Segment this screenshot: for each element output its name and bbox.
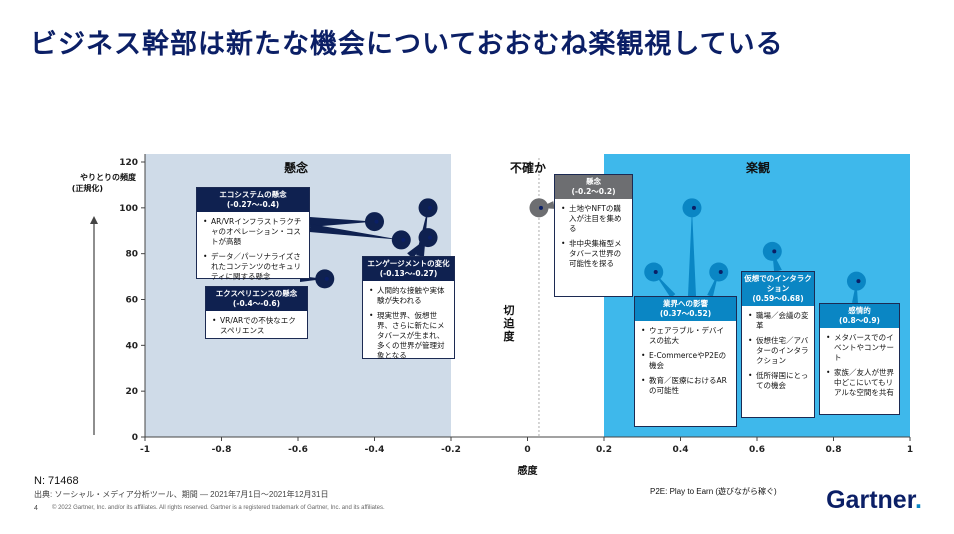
callout-industry-impact: 業界への影響(0.37〜0.52) ウェアラブル・デバイスの拡大 E-Comme… bbox=[634, 296, 737, 427]
x-tick-label: -0.6 bbox=[288, 445, 308, 455]
data-point-center bbox=[428, 205, 433, 210]
callout-range: (-0.13〜-0.27) bbox=[379, 269, 438, 278]
callout-title: 業界への影響 bbox=[663, 299, 708, 308]
callout-item: E-CommerceやP2Eの機会 bbox=[641, 351, 731, 371]
copyright: © 2022 Gartner, Inc. and/or its affiliat… bbox=[52, 505, 385, 511]
x-tick-label: 0.4 bbox=[673, 445, 689, 455]
x-tick-label: -0.8 bbox=[212, 445, 232, 455]
y-tick-label: 40 bbox=[125, 341, 138, 351]
x-axis-label: 感度 bbox=[518, 464, 539, 477]
callout-item: 家族／友人が世界中どこにいてもリアルな空間を共有 bbox=[826, 368, 894, 398]
center-axis-label: 切迫度 bbox=[503, 304, 515, 343]
data-point-center bbox=[538, 205, 543, 210]
callout-item: メタバースでのイベントやコンサート bbox=[826, 333, 894, 363]
data-point-center bbox=[718, 270, 723, 274]
y-tick-label: 80 bbox=[125, 250, 138, 260]
callout-item: 仮想住宅／アバターのインタラクション bbox=[748, 336, 809, 366]
x-tick-label: 0.6 bbox=[749, 445, 765, 455]
callout-ecosystem-concern: エコシステムの懸念(-0.27〜-0.4) AR/VRインフラストラクチャのオペ… bbox=[196, 187, 310, 282]
callout-title: エクスペリエンスの懸念 bbox=[215, 289, 298, 298]
callout-emotional: 感情的(0.8〜0.9) メタバースでのイベントやコンサート 家族／友人が世界中… bbox=[819, 303, 900, 415]
y-tick-label: 60 bbox=[125, 296, 138, 306]
callout-item: AR/VRインフラストラクチャのオペレーション・コストが高額 bbox=[203, 217, 304, 247]
callout-item: 人間的な接触や実体験が失われる bbox=[369, 286, 449, 306]
callout-pointer bbox=[309, 217, 375, 227]
callout-pointer bbox=[309, 224, 402, 240]
source-note: 出典: ソーシャル・メディア分析ツール、期間 — 2021年7月1日～2021年… bbox=[34, 490, 329, 499]
data-point-center bbox=[401, 237, 406, 242]
callout-range: (-0.2〜0.2) bbox=[571, 187, 616, 196]
callout-title: エンゲージメントの変化 bbox=[367, 259, 450, 268]
y-tick-label: 100 bbox=[119, 204, 138, 214]
y-tick-label: 0 bbox=[132, 433, 138, 443]
callout-uncertain: 懸念(-0.2〜0.2) 土地やNFTの購入が注目を集める 非中央集権型メタバー… bbox=[554, 174, 633, 297]
x-tick-label: 0.2 bbox=[596, 445, 612, 455]
callout-range: (0.37〜0.52) bbox=[659, 309, 712, 318]
data-point-center bbox=[856, 279, 861, 284]
callout-range: (0.59〜0.68) bbox=[752, 294, 804, 303]
y-tick-label: 20 bbox=[125, 387, 138, 397]
p2e-note: P2E: Play to Earn (遊びながら稼ぐ) bbox=[650, 487, 777, 496]
callout-engagement-change: エンゲージメントの変化(-0.13〜-0.27) 人間的な接触や実体験が失われる… bbox=[362, 256, 455, 361]
callout-virtual-interaction: 仮想でのインタラクション(0.59〜0.68) 職場／会議の変革 仮想住宅／アバ… bbox=[741, 271, 815, 418]
page-title: ビジネス幹部は新たな機会についておおむね楽観視している bbox=[30, 29, 784, 60]
ylabel-line2: (正規化) bbox=[71, 184, 103, 193]
callout-item: 教育／医療におけるARの可能性 bbox=[641, 376, 731, 396]
callout-item: VR/ARでの不快なエクスペリエンス bbox=[212, 316, 302, 336]
y-tick-label: 120 bbox=[119, 158, 138, 168]
callout-title: エコシステムの懸念 bbox=[219, 190, 287, 199]
callout-title: 懸念 bbox=[586, 177, 601, 186]
x-tick-label: 0 bbox=[524, 445, 530, 455]
callout-item: 土地やNFTの購入が注目を集める bbox=[561, 204, 627, 234]
x-tick-label: -1 bbox=[140, 445, 150, 455]
page-number: 4 bbox=[34, 505, 38, 512]
data-point-center bbox=[428, 235, 433, 240]
region-label: 懸念 bbox=[284, 160, 308, 175]
gartner-logo: Gartner. bbox=[826, 486, 922, 514]
data-point-center bbox=[691, 205, 696, 210]
callout-title: 仮想でのインタラクション bbox=[744, 274, 812, 293]
callout-item: データ／パーソナライズされたコンテンツのセキュリティに関する懸念 bbox=[203, 252, 304, 282]
callout-range: (-0.4〜-0.6) bbox=[232, 299, 281, 308]
callout-item: 職場／会議の変革 bbox=[748, 311, 809, 331]
data-point-center bbox=[653, 270, 658, 274]
x-tick-label: -0.4 bbox=[365, 445, 385, 455]
region-label: 楽観 bbox=[746, 160, 770, 175]
callout-pointer bbox=[688, 207, 696, 297]
data-point-center bbox=[772, 249, 777, 254]
x-tick-label: 1 bbox=[907, 445, 913, 455]
callout-item: ウェアラブル・デバイスの拡大 bbox=[641, 326, 731, 346]
callout-title: 感情的 bbox=[848, 306, 871, 315]
ylabel-line1: やりとりの頻度 bbox=[80, 173, 136, 182]
sample-size: N: 71468 bbox=[34, 475, 79, 487]
data-point-center bbox=[374, 219, 379, 224]
x-tick-label: -0.2 bbox=[441, 445, 461, 455]
data-point-center bbox=[324, 276, 329, 281]
callout-range: (-0.27〜-0.4) bbox=[226, 200, 280, 209]
callout-experience-concern: エクスペリエンスの懸念(-0.4〜-0.6) VR/ARでの不快なエクスペリエン… bbox=[205, 286, 308, 339]
callout-item: 低所得国にとっての機会 bbox=[748, 371, 809, 391]
callout-item: 非中央集権型メタバース世界の可能性を探る bbox=[561, 239, 627, 269]
callout-item: 現実世界、仮想世界、さらに新たにメタバースが生まれ、多くの世界が管理対象となる bbox=[369, 311, 449, 361]
callout-range: (0.8〜0.9) bbox=[839, 316, 880, 325]
region-label: 不確か bbox=[510, 160, 546, 175]
x-tick-label: 0.8 bbox=[826, 445, 842, 455]
y-arrow-head bbox=[90, 216, 98, 224]
